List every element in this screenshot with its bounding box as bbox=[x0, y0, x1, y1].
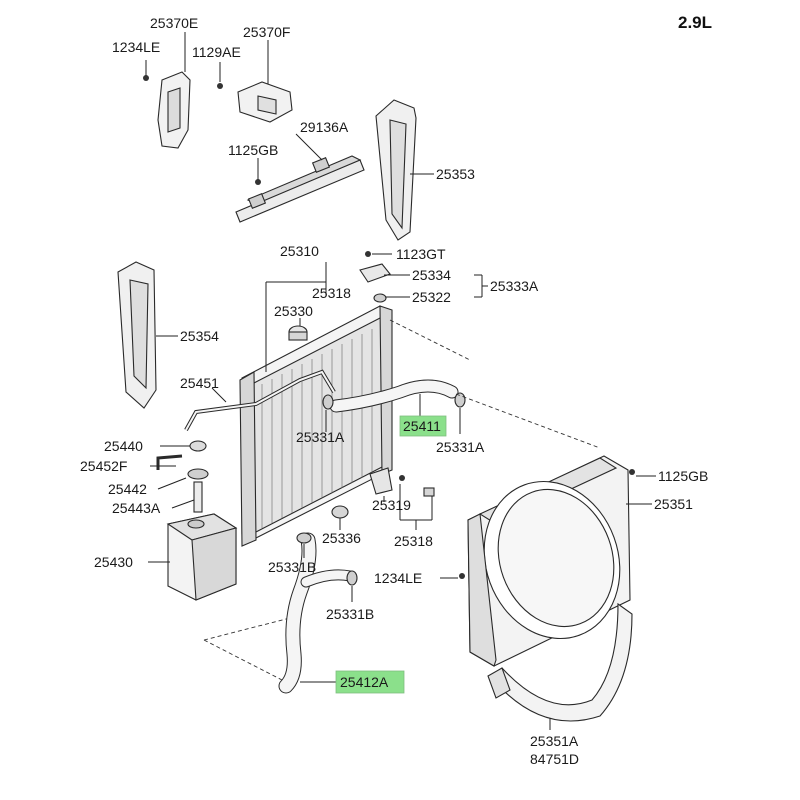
lower-hose-25412A bbox=[278, 532, 356, 694]
bracket-25370F bbox=[237, 81, 293, 123]
label-25351A: 25351A bbox=[530, 733, 579, 749]
bracket-25370E bbox=[157, 71, 191, 149]
insulator-25322 bbox=[373, 293, 387, 303]
label-1125GB-right: 1125GB bbox=[658, 468, 708, 484]
label-25331B-b: 25331B bbox=[326, 606, 374, 622]
clamp-25331B-b bbox=[346, 570, 358, 586]
side-baffle-25354 bbox=[117, 261, 157, 409]
label-25430: 25430 bbox=[94, 554, 133, 570]
label-25351: 25351 bbox=[654, 496, 693, 512]
label-1234LE-bottom: 1234LE bbox=[374, 570, 422, 586]
overflow-hose-25451 bbox=[184, 369, 336, 431]
label-29136A: 29136A bbox=[300, 119, 349, 135]
label-25318-top: 25318 bbox=[312, 285, 351, 301]
label-25451: 25451 bbox=[180, 375, 219, 391]
tube-25443A bbox=[193, 481, 203, 513]
label-25443A: 25443A bbox=[112, 500, 161, 516]
bolt-1234LE-top bbox=[143, 60, 149, 81]
clamp-25331B-a bbox=[296, 532, 312, 544]
bolt-1125GB-right bbox=[629, 469, 635, 475]
seal-25442 bbox=[187, 468, 209, 480]
lower-shroud-25351A bbox=[487, 602, 633, 722]
label-25411: 25411 bbox=[403, 418, 441, 434]
label-25319: 25319 bbox=[372, 497, 411, 513]
upper-hose-25411 bbox=[329, 379, 459, 413]
radiator-25310 bbox=[239, 305, 393, 547]
label-25336: 25336 bbox=[322, 530, 361, 546]
drain-plug-25336 bbox=[331, 505, 349, 519]
label-25442: 25442 bbox=[108, 481, 147, 497]
label-1129AE: 1129AE bbox=[192, 44, 241, 60]
label-25310: 25310 bbox=[280, 243, 319, 259]
label-25318-bottom: 25318 bbox=[394, 533, 433, 549]
label-25354: 25354 bbox=[180, 328, 219, 344]
label-1234LE-top: 1234LE bbox=[112, 39, 160, 55]
label-25412A: 25412A bbox=[340, 674, 389, 690]
bolt-1129AE bbox=[217, 83, 223, 89]
label-25333A: 25333A bbox=[490, 278, 539, 294]
reservoir-25430 bbox=[166, 513, 238, 601]
label-25330: 25330 bbox=[274, 303, 313, 319]
clamp-25331A-left bbox=[322, 394, 334, 410]
label-25452F: 25452F bbox=[80, 458, 127, 474]
radiator-cap-25330 bbox=[288, 325, 308, 341]
fan-shroud-25351 bbox=[467, 455, 631, 667]
side-baffle-25353 bbox=[375, 99, 417, 241]
label-25370E: 25370E bbox=[150, 15, 198, 31]
hose-25452F bbox=[156, 454, 183, 470]
label-1123GT: 1123GT bbox=[396, 246, 446, 262]
label-25331A-right: 25331A bbox=[436, 439, 485, 455]
label-25353: 25353 bbox=[436, 166, 475, 182]
highlight-25412A bbox=[335, 670, 405, 694]
cap-25440 bbox=[189, 440, 207, 452]
bolt-25318-bottom bbox=[399, 475, 435, 497]
label-25440: 25440 bbox=[104, 438, 143, 454]
label-25322: 25322 bbox=[412, 289, 451, 305]
label-1125GB-top: 1125GB bbox=[228, 142, 278, 158]
bolt-1234LE-bottom bbox=[459, 573, 465, 579]
label-25334: 25334 bbox=[412, 267, 451, 283]
bolt-1125GB-top bbox=[255, 179, 261, 185]
highlight-25411 bbox=[399, 415, 447, 437]
bolt-1123GT bbox=[365, 251, 371, 257]
label-25331B-a: 25331B bbox=[268, 559, 316, 575]
label-25331A-left: 25331A bbox=[296, 429, 345, 445]
bracket-25334 bbox=[359, 263, 391, 283]
upper-support-29136A bbox=[235, 155, 365, 223]
label-84751D: 84751D bbox=[530, 751, 579, 767]
clamp-25331A-right bbox=[454, 392, 466, 408]
label-25370F: 25370F bbox=[243, 24, 290, 40]
engine-label: 2.9L bbox=[678, 13, 712, 32]
bracket-25319 bbox=[369, 467, 393, 495]
